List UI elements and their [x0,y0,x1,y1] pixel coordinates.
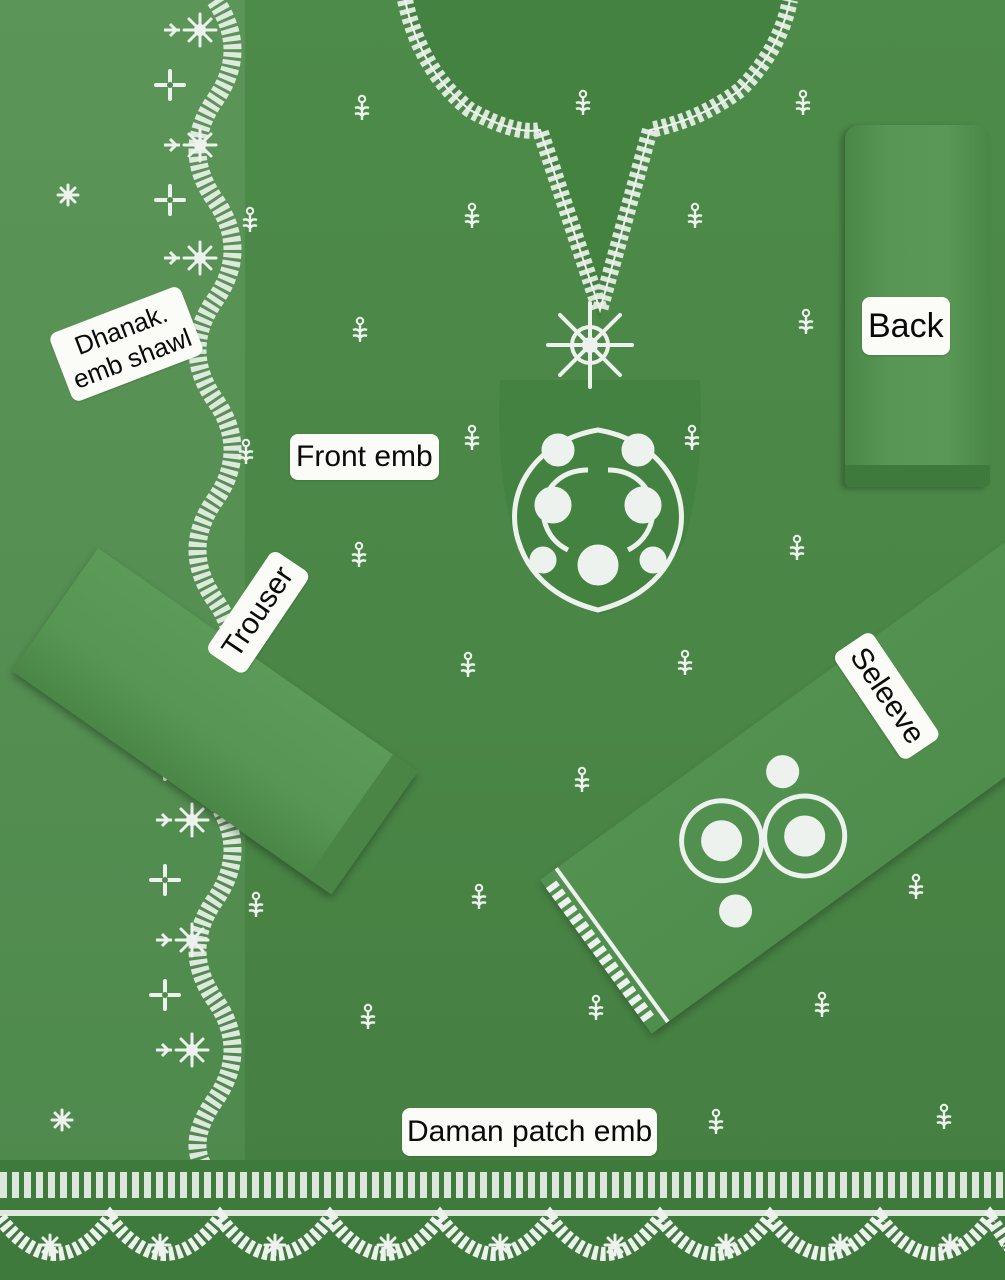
label-daman-patch-emb: Daman patch emb [402,1108,658,1156]
sleeve-fabric [540,503,1005,1034]
label-back: Back [862,297,950,355]
label-front-emb: Front emb [290,434,439,480]
